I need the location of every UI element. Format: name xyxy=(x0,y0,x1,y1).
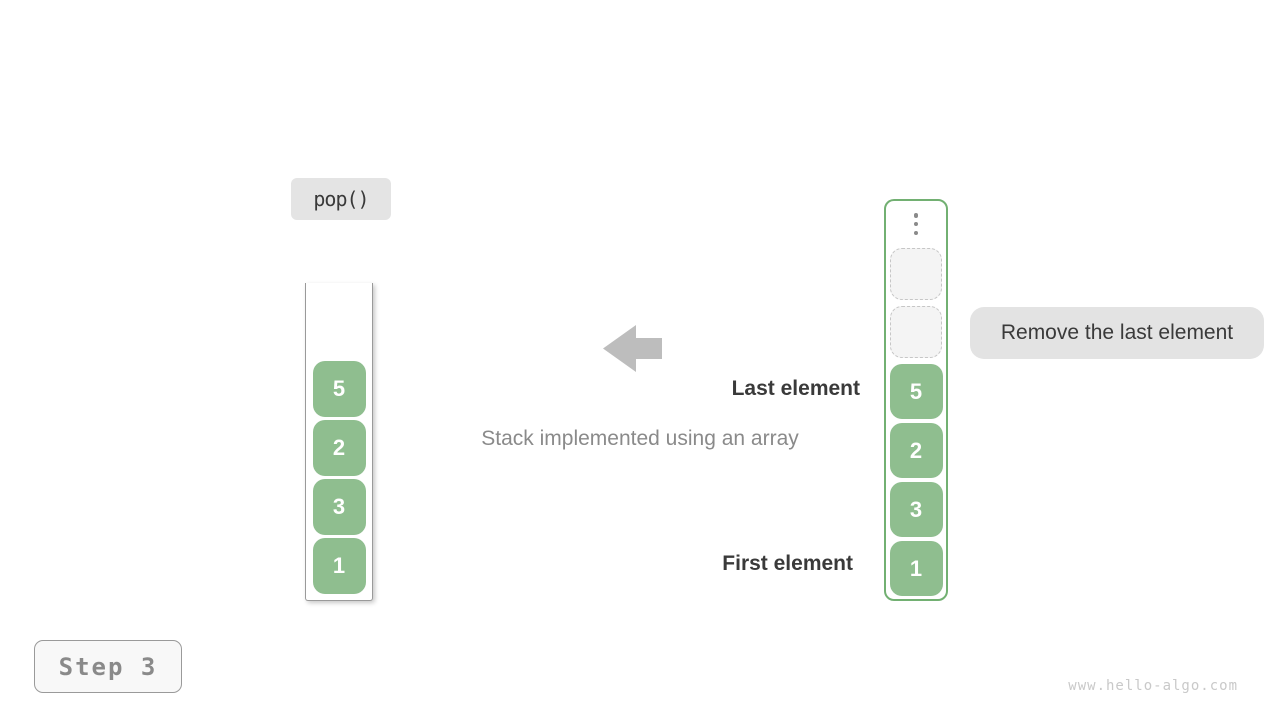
array-cell: 3 xyxy=(889,482,943,537)
array-cell: 1 xyxy=(889,541,943,596)
operation-label: pop() xyxy=(291,178,391,220)
caption-text: Stack implemented using an array xyxy=(481,427,799,450)
arrow-left-icon xyxy=(603,325,662,372)
stack-cell: 2 xyxy=(312,420,366,476)
empty-slot xyxy=(890,306,942,358)
empty-slot xyxy=(890,248,942,300)
action-label: Remove the last element xyxy=(970,307,1264,359)
stack-cell: 5 xyxy=(312,361,366,417)
first-element-label: First element xyxy=(722,552,853,575)
stack-cell: 1 xyxy=(312,538,366,594)
step-badge: Step 3 xyxy=(34,640,182,693)
last-element-label: Last element xyxy=(731,377,860,400)
stack-cell: 3 xyxy=(312,479,366,535)
array-cell: 2 xyxy=(889,423,943,478)
ellipsis-vertical-icon xyxy=(913,213,919,235)
array-cell: 5 xyxy=(889,364,943,419)
watermark: www.hello-algo.com xyxy=(1068,678,1238,694)
array-container: 5 2 3 1 xyxy=(884,199,948,601)
stack-container: 5 2 3 1 xyxy=(305,283,373,601)
